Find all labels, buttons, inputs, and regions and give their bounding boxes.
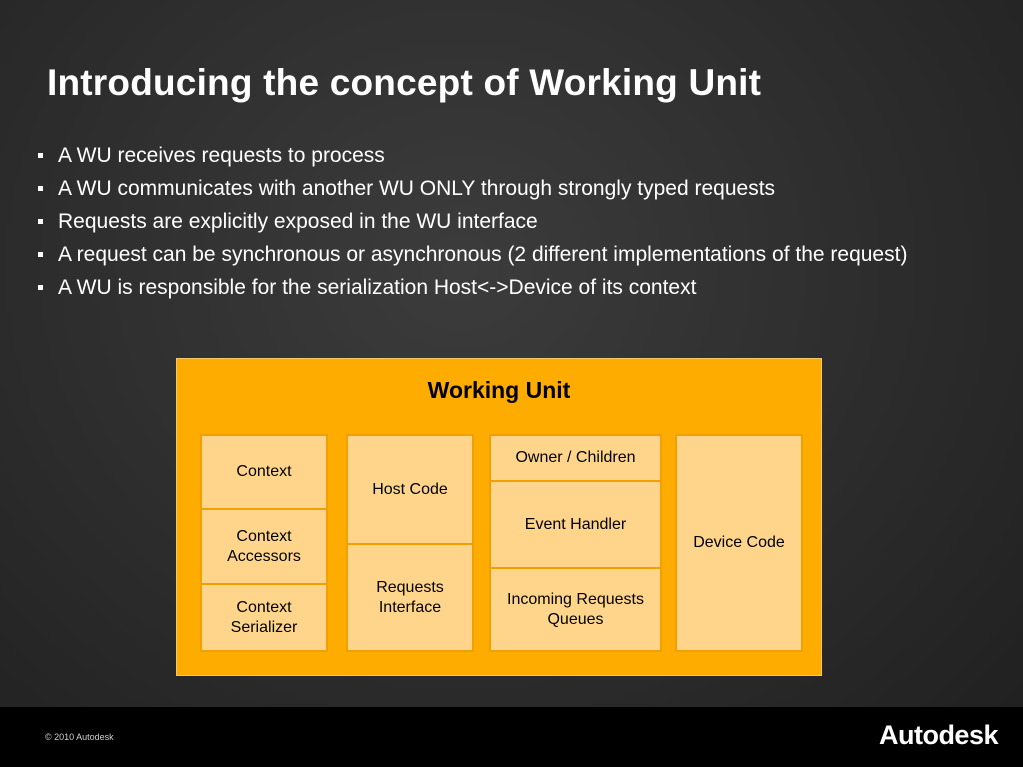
bullet-marker-icon — [38, 186, 43, 191]
owner-children-cell: Owner / Children — [489, 434, 662, 482]
bullet-item: A WU receives requests to process — [36, 141, 966, 170]
bullet-marker-icon — [38, 219, 43, 224]
host-column: Host Code Requests Interface — [346, 434, 474, 652]
working-unit-diagram: Working Unit Context Context Accessors C… — [176, 358, 822, 676]
slide-title: Introducing the concept of Working Unit — [47, 62, 762, 103]
context-column: Context Context Accessors Context Serial… — [200, 434, 328, 652]
context-serializer-cell: Context Serializer — [200, 583, 328, 652]
bullet-marker-icon — [38, 153, 43, 158]
bullet-text: Requests are explicitly exposed in the W… — [58, 210, 538, 233]
bullet-list: A WU receives requests to process A WU c… — [36, 141, 966, 306]
bullet-item: A request can be synchronous or asynchro… — [36, 240, 966, 269]
requests-interface-cell: Requests Interface — [346, 543, 474, 652]
event-handler-cell: Event Handler — [489, 480, 662, 569]
bullet-text: A request can be synchronous or asynchro… — [58, 243, 908, 266]
bullet-item: A WU communicates with another WU ONLY t… — [36, 174, 966, 203]
bullet-text: A WU communicates with another WU ONLY t… — [58, 177, 776, 200]
footer-bar: © 2010 Autodesk Autodesk — [0, 707, 1023, 767]
context-accessors-cell: Context Accessors — [200, 508, 328, 585]
host-code-cell: Host Code — [346, 434, 474, 545]
incoming-requests-queues-cell: Incoming Requests Queues — [489, 567, 662, 652]
bullet-marker-icon — [38, 285, 43, 290]
bullet-item: A WU is responsible for the serializatio… — [36, 273, 966, 302]
device-column: Device Code — [675, 434, 803, 652]
autodesk-logo: Autodesk — [878, 720, 999, 750]
bullet-text: A WU receives requests to process — [58, 144, 385, 167]
bullet-text: A WU is responsible for the serializatio… — [58, 276, 697, 299]
events-column: Owner / Children Event Handler Incoming … — [489, 434, 662, 652]
device-code-cell: Device Code — [675, 434, 803, 652]
copyright-text: © 2010 Autodesk — [45, 732, 114, 742]
context-cell: Context — [200, 434, 328, 510]
diagram-title: Working Unit — [427, 377, 571, 403]
bullet-marker-icon — [38, 252, 43, 257]
bullet-item: Requests are explicitly exposed in the W… — [36, 207, 966, 236]
